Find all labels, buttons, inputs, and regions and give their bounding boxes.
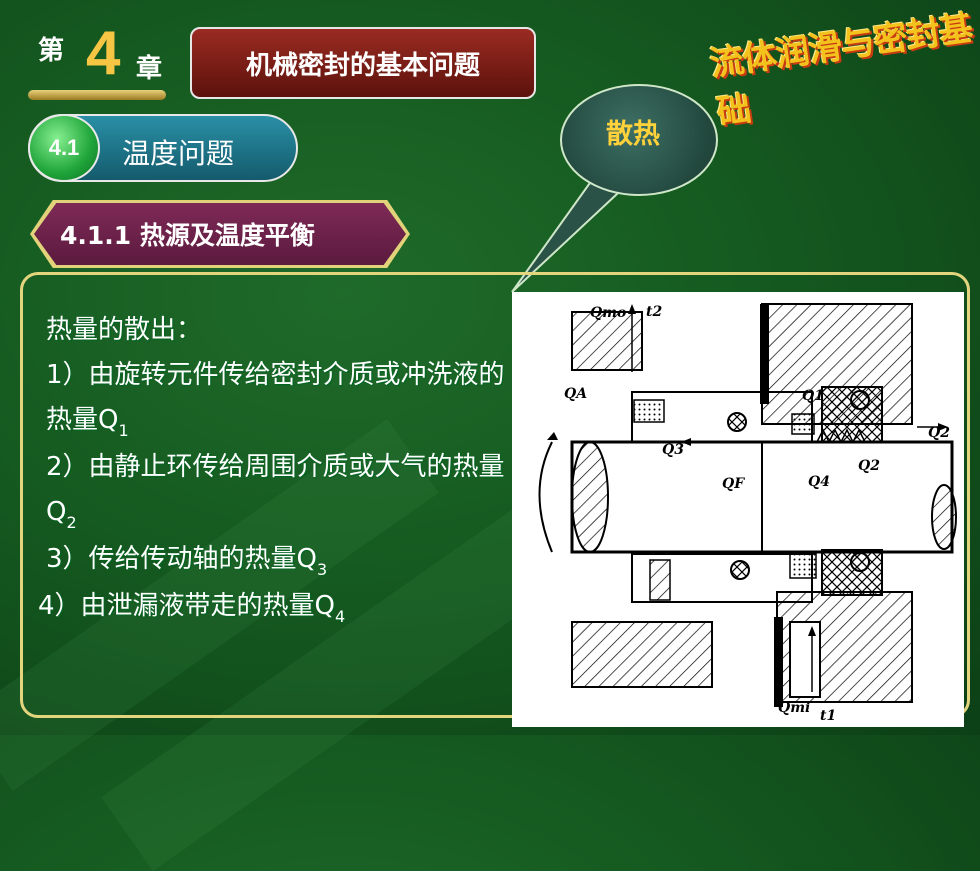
gasket-upper — [760, 304, 769, 404]
label-q1: Q1 — [802, 388, 824, 404]
list-item-text: 3）传给传动轴的热量Q — [46, 544, 318, 574]
label-qa: QA — [564, 386, 587, 402]
lower-gland — [571, 621, 713, 688]
label-t2: t2 — [646, 304, 662, 320]
section-number-badge: 4.1 — [28, 114, 100, 182]
content-frame — [20, 272, 970, 718]
list-item-text: 4）由泄漏液带走的热量Q — [38, 591, 336, 621]
label-qmi: Qmi — [778, 700, 810, 716]
content-text: 热量的散出： 1）由旋转元件传给密封介质或冲洗液的热量Q1 2）由静止环传给周围… — [34, 308, 514, 631]
list-item-subscript: 4 — [335, 607, 346, 626]
list-item: 1）由旋转元件传给密封介质或冲洗液的热量Q1 — [34, 353, 514, 445]
list-item: 3）传给传动轴的热量Q3 — [34, 537, 514, 584]
shaft-section-left — [571, 441, 609, 553]
callout-text: 散热 — [606, 119, 660, 150]
label-qmo: Qmo — [590, 305, 626, 321]
subsection-title: 4.1.1 热源及温度平衡 — [34, 203, 406, 265]
chapter-suffix: 章 — [136, 54, 163, 84]
list-item-subscript: 3 — [317, 560, 328, 579]
stationary-ring-upper — [791, 413, 815, 435]
label-q3: Q3 — [662, 442, 684, 458]
label-q2-right: Q2 — [928, 425, 950, 441]
label-q4: Q4 — [808, 474, 830, 490]
gasket-lower — [774, 617, 783, 707]
section-title: 温度问题 — [122, 137, 235, 170]
shaft-section-right — [931, 484, 957, 550]
list-item-subscript: 1 — [118, 421, 129, 440]
callout-bubble — [560, 84, 718, 196]
label-t1: t1 — [820, 708, 836, 724]
chapter-number: 4 — [86, 19, 121, 88]
list-item-text: 1）由旋转元件传给密封介质或冲洗液的热量Q — [46, 360, 505, 435]
label-qf: QF — [722, 476, 745, 492]
seal-diagram-svg: Qmo t2 QA Q1 Q2 Q3 QF Q4 Q2 Qmi t1 — [538, 303, 957, 724]
chapter-title: 机械密封的基本问题 — [190, 27, 536, 99]
upper-gland — [571, 311, 643, 371]
label-q2-mid: Q2 — [858, 458, 880, 474]
content-heading: 热量的散出： — [46, 315, 203, 345]
seal-diagram: Qmo t2 QA Q1 Q2 Q3 QF Q4 Q2 Qmi t1 — [512, 292, 964, 727]
list-item: 4）由泄漏液带走的热量Q4 — [34, 584, 514, 631]
list-item-text: 2）由静止环传给周围介质或大气的热量Q — [46, 452, 505, 527]
chapter-underline — [28, 90, 166, 100]
list-item-subscript: 2 — [66, 513, 77, 532]
course-logo: 流体润滑与密封基础 — [707, 8, 975, 134]
chapter-prefix: 第 — [38, 36, 65, 66]
list-item: 2）由静止环传给周围介质或大气的热量Q2 — [34, 445, 514, 537]
